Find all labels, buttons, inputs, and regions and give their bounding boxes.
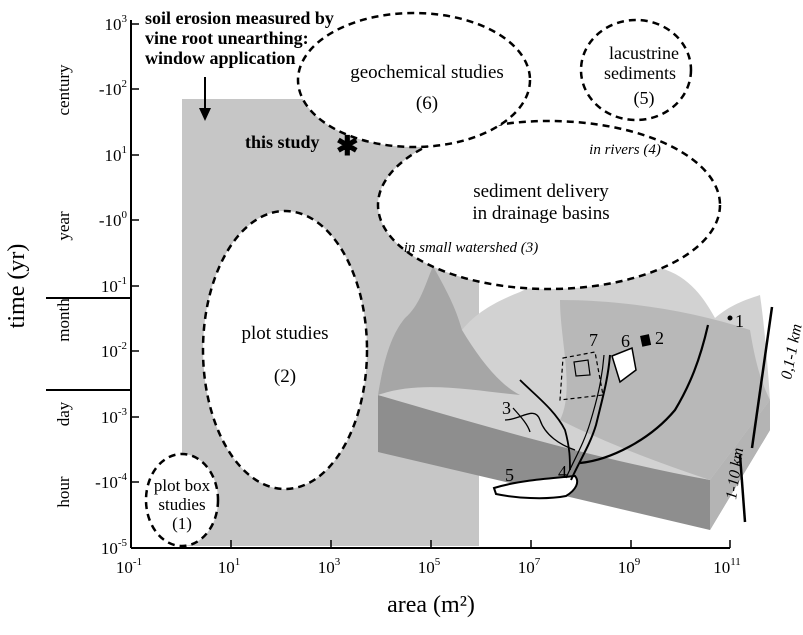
lacustrine-label-l1: lacustrine bbox=[609, 43, 679, 63]
landscape-label-6: 6 bbox=[621, 331, 630, 351]
y-tick-label-1e-4: -10-4 bbox=[95, 471, 127, 492]
y-tick-label-1e-5: 10-5 bbox=[101, 537, 128, 558]
x-tick-label-1e3: 103 bbox=[318, 556, 341, 577]
plot-box-label-l2: studies bbox=[158, 495, 205, 514]
river-tributary-3 bbox=[519, 379, 571, 471]
y-tick-label-1e3: 103 bbox=[105, 13, 128, 34]
x-tick-label-1e1: 101 bbox=[218, 556, 241, 577]
x-axis-title: area (m²) bbox=[387, 592, 475, 618]
y-tick-label-1e1: 101 bbox=[105, 144, 128, 165]
scale-bar-vertical bbox=[750, 306, 774, 449]
window-annotation-l1: soil erosion measured by bbox=[145, 8, 334, 28]
geochemical-number: (6) bbox=[416, 93, 438, 114]
landscape-block: 1 2 3 4 5 6 7 0,1-1 km 1-10 km bbox=[378, 266, 803, 530]
plot-box-studies-ellipse bbox=[144, 452, 220, 548]
landscape-label-7: 7 bbox=[589, 330, 598, 350]
band-label-year: year bbox=[54, 211, 73, 241]
y-ticks bbox=[131, 23, 139, 549]
sediment-delivery-label-l1: sediment delivery bbox=[473, 181, 609, 202]
x-tick-label-1e7: 107 bbox=[518, 556, 541, 577]
y-tick-label-1e2: -102 bbox=[99, 78, 127, 99]
window-arrow bbox=[199, 77, 211, 121]
landscape-slope-shade bbox=[378, 266, 520, 395]
in-small-watershed-label: in small watershed (3) bbox=[404, 240, 539, 256]
sediment-delivery-ellipse bbox=[376, 119, 722, 291]
landscape-front-face bbox=[378, 395, 770, 530]
river-tributary-3b bbox=[504, 412, 576, 451]
plot-7-inner bbox=[573, 359, 591, 377]
landscape-label-1: 1 bbox=[735, 311, 744, 331]
x-tick-label-1e11: 1011 bbox=[713, 556, 741, 577]
plot-box-label-l3: (1) bbox=[172, 514, 192, 533]
landscape-label-3: 3 bbox=[502, 398, 511, 418]
plot-studies-label: plot studies bbox=[241, 323, 328, 344]
watershed-7-outline bbox=[559, 351, 604, 401]
y-tick-label-1e-1: 10-1 bbox=[101, 275, 127, 296]
scale-bar-horizontal bbox=[738, 454, 747, 523]
lacustrine-number: (5) bbox=[634, 88, 655, 109]
lacustrine-label-l2: sediments bbox=[604, 63, 676, 83]
landscape-label-2: 2 bbox=[655, 328, 664, 348]
x-tick-label-1e5: 105 bbox=[418, 556, 441, 577]
point-1 bbox=[727, 315, 733, 321]
lake bbox=[492, 474, 579, 500]
window-annotation-l2: vine root unearthing: bbox=[145, 28, 309, 48]
river-stream-3-mouth bbox=[512, 407, 531, 433]
window-annotation-l3: window application bbox=[145, 48, 296, 68]
landscape-valley-shade bbox=[560, 300, 770, 480]
plot-2 bbox=[640, 334, 652, 347]
band-label-century: century bbox=[54, 64, 73, 115]
plot-box-label-l1: plot box bbox=[154, 476, 211, 495]
y-tick-label-1e-3: 10-3 bbox=[101, 406, 128, 427]
river-east bbox=[579, 324, 710, 465]
in-rivers-label: in rivers (4) bbox=[589, 142, 661, 158]
band-label-hour: hour bbox=[54, 476, 73, 508]
y-axis-title: time (yr) bbox=[4, 244, 30, 329]
y-tick-label-1e0: -100 bbox=[99, 209, 128, 230]
this-study-label: this study bbox=[245, 132, 320, 152]
scale-label-vertical: 0,1-1 km bbox=[778, 323, 803, 381]
lacustrine-sediments-ellipse bbox=[579, 18, 693, 122]
this-study-star: ✱ bbox=[336, 131, 359, 161]
plot-6 bbox=[611, 346, 637, 384]
sediment-delivery-label-l2: in drainage basins bbox=[472, 203, 609, 224]
x-tick-label-1e-1: 10-1 bbox=[116, 556, 142, 577]
plot-studies-number: (2) bbox=[274, 366, 296, 387]
x-ticks bbox=[130, 540, 731, 548]
river-main bbox=[570, 354, 611, 481]
geochemical-label: geochemical studies bbox=[350, 62, 504, 83]
band-label-month: month bbox=[54, 298, 73, 342]
x-tick-label-1e9: 109 bbox=[618, 556, 641, 577]
river-main-bank bbox=[565, 354, 605, 479]
y-tick-label-1e-2: 10-2 bbox=[101, 340, 127, 361]
landscape-label-4: 4 bbox=[558, 462, 567, 482]
landscape-label-5: 5 bbox=[505, 465, 514, 485]
geochemical-studies-ellipse bbox=[296, 11, 532, 149]
band-label-day: day bbox=[54, 401, 73, 426]
plot-studies-ellipse bbox=[201, 209, 369, 491]
